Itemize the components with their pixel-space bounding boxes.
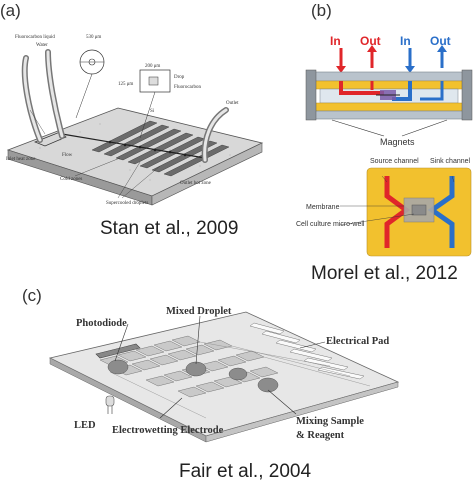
label-magnets: Magnets xyxy=(380,137,415,147)
label-si: Si xyxy=(150,109,155,114)
label-drop: Drop xyxy=(174,75,185,80)
panel-a-caption: Stan et al., 2009 xyxy=(100,218,239,239)
panel-a-tag: (a) xyxy=(0,1,21,20)
label-out-1: Out xyxy=(360,34,381,48)
panel-b-caption: Morel et al., 2012 xyxy=(311,263,458,284)
label-200um: 200 μm xyxy=(145,64,160,69)
panel-b-illustration: In Out In Out Magnets Source channel Sin… xyxy=(296,34,473,257)
label-electrowetting-electrode: Electrowetting Electrode xyxy=(112,425,224,436)
label-outlet-hot-zone: Outlet hot zone xyxy=(180,181,212,186)
label-water: Water xyxy=(36,43,48,48)
label-electrical-pad: Electrical Pad xyxy=(326,336,389,347)
label-flow: Flow xyxy=(62,153,73,158)
label-cell-culture: Cell culture micro-well xyxy=(296,221,365,228)
label-fluorocarbon: Fluorocarbon xyxy=(174,85,201,90)
label-fluorocarbon-liquid: Fluorocarbon liquid xyxy=(15,35,55,40)
label-in-1: In xyxy=(330,34,341,48)
panel-c-caption: Fair et al., 2004 xyxy=(179,461,312,482)
panel-c-illustration: Photodiode Mixed Droplet Electrical Pad … xyxy=(48,306,400,443)
label-cold-zones: Cold zones xyxy=(60,177,82,182)
label-source-channel: Source channel xyxy=(370,158,419,165)
label-out-2: Out xyxy=(430,34,451,48)
label-mixing-sample: Mixing Sample xyxy=(296,416,364,427)
panel-b-tag: (b) xyxy=(311,1,332,20)
label-reagent: & Reagent xyxy=(296,430,345,441)
label-mixed-droplet: Mixed Droplet xyxy=(166,306,232,317)
label-inlet-heat-zone: Inlet heat zone xyxy=(6,157,36,162)
label-in-2: In xyxy=(400,34,411,48)
label-photodiode: Photodiode xyxy=(76,318,127,329)
label-530um: 530 μm xyxy=(86,35,101,40)
label-outlet: Outlet xyxy=(226,101,239,106)
label-sink-channel: Sink channel xyxy=(430,158,471,165)
label-125um: 125 μm xyxy=(118,82,133,87)
label-led: LED xyxy=(74,420,96,431)
panel-c-tag: (c) xyxy=(22,286,42,305)
label-supercooled-droplets: Supercooled droplets xyxy=(106,201,148,206)
label-membrane: Membrane xyxy=(306,204,340,211)
panel-a-illustration: Fluorocarbon liquid Water 530 μm 200 μm … xyxy=(6,35,264,206)
